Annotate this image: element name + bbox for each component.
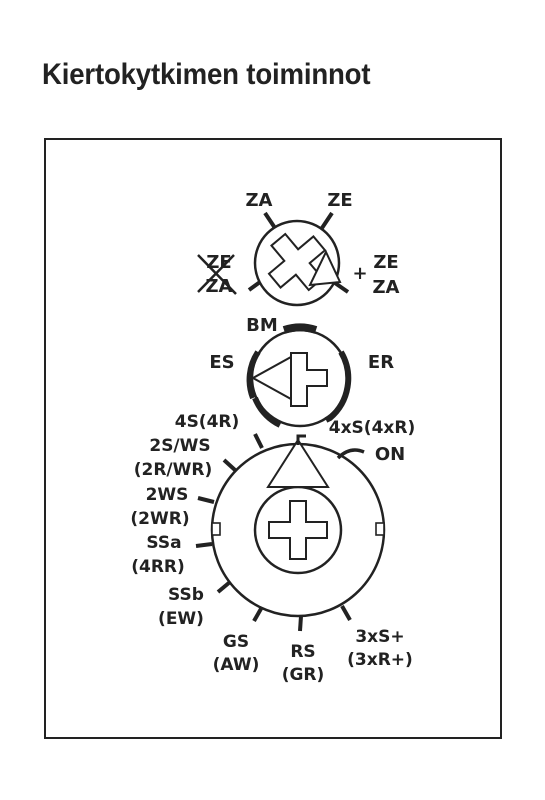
top-dial-tick-right xyxy=(333,281,350,294)
label-on: ON xyxy=(375,444,405,465)
label-ssa: SSa xyxy=(146,533,181,553)
label-crossed-za: ZA xyxy=(206,276,233,297)
diagram-frame xyxy=(44,138,502,739)
main-dial-pointer xyxy=(266,438,330,488)
page-title: Kiertokytkimen toiminnot xyxy=(42,58,371,91)
label-ew: (EW) xyxy=(158,609,204,629)
main-dial-tick-on xyxy=(336,448,365,460)
main-dial-side-mark-right xyxy=(375,522,385,536)
cross-out-line-1 xyxy=(197,254,237,295)
label-3xr: (3xR+) xyxy=(347,650,413,670)
main-dial-tick-4s xyxy=(253,433,264,449)
top-dial-tick-ze xyxy=(320,211,334,230)
label-crossed-ze: ZE xyxy=(206,252,231,273)
label-3xs: 3xS+ xyxy=(355,627,404,647)
label-es: ES xyxy=(209,352,234,373)
label-ssb: SSb xyxy=(168,585,204,605)
label-4s: 4S(4R) xyxy=(175,412,240,432)
middle-dial-arc-bottom xyxy=(252,396,282,428)
label-4xs: 4xS(4xR) xyxy=(329,418,415,438)
main-dial-tick-gs xyxy=(252,606,264,622)
main-dial-tick-rs xyxy=(298,615,303,632)
top-dial-tick-za xyxy=(263,211,277,230)
label-bm: BM xyxy=(246,315,278,336)
main-dial-tick-4xs xyxy=(296,434,306,445)
label-2sws: 2S/WS xyxy=(149,436,210,456)
label-plus: + xyxy=(352,263,367,284)
label-rs: RS xyxy=(290,642,315,662)
main-dial-cross-knob xyxy=(268,500,328,560)
main-dial-tick-2ws xyxy=(197,496,215,504)
label-gs: GS xyxy=(223,632,249,652)
middle-dial-arc-er xyxy=(324,350,352,423)
label-2ws: 2WS xyxy=(146,485,189,505)
label-ze: ZE xyxy=(327,190,352,211)
main-dial xyxy=(195,433,386,632)
label-4rr: (4RR) xyxy=(131,557,185,577)
main-dial-tick-3xs xyxy=(340,605,352,621)
top-dial xyxy=(197,211,350,307)
middle-dial-pointer xyxy=(250,355,292,401)
middle-dial-arc-bm xyxy=(282,323,318,334)
main-dial-tick-2sws xyxy=(222,458,237,472)
label-2rwr: (2R/WR) xyxy=(134,460,213,480)
main-dial-side-mark-left xyxy=(211,522,221,536)
main-dial-tick-ssa xyxy=(195,542,213,548)
label-za: ZA xyxy=(246,190,273,211)
label-right-za: ZA xyxy=(373,277,400,298)
label-aw: (AW) xyxy=(213,655,260,675)
label-er: ER xyxy=(368,352,394,373)
top-dial-tick-left xyxy=(247,280,262,292)
main-dial-tick-ssb xyxy=(216,580,232,594)
middle-dial xyxy=(246,323,352,428)
top-dial-pointer xyxy=(308,249,342,287)
label-gr: (GR) xyxy=(282,665,325,685)
cross-out-line-2 xyxy=(197,254,235,293)
middle-dial-arc-es xyxy=(246,350,261,400)
label-2wr: (2WR) xyxy=(130,509,189,529)
label-right-ze: ZE xyxy=(373,252,398,273)
